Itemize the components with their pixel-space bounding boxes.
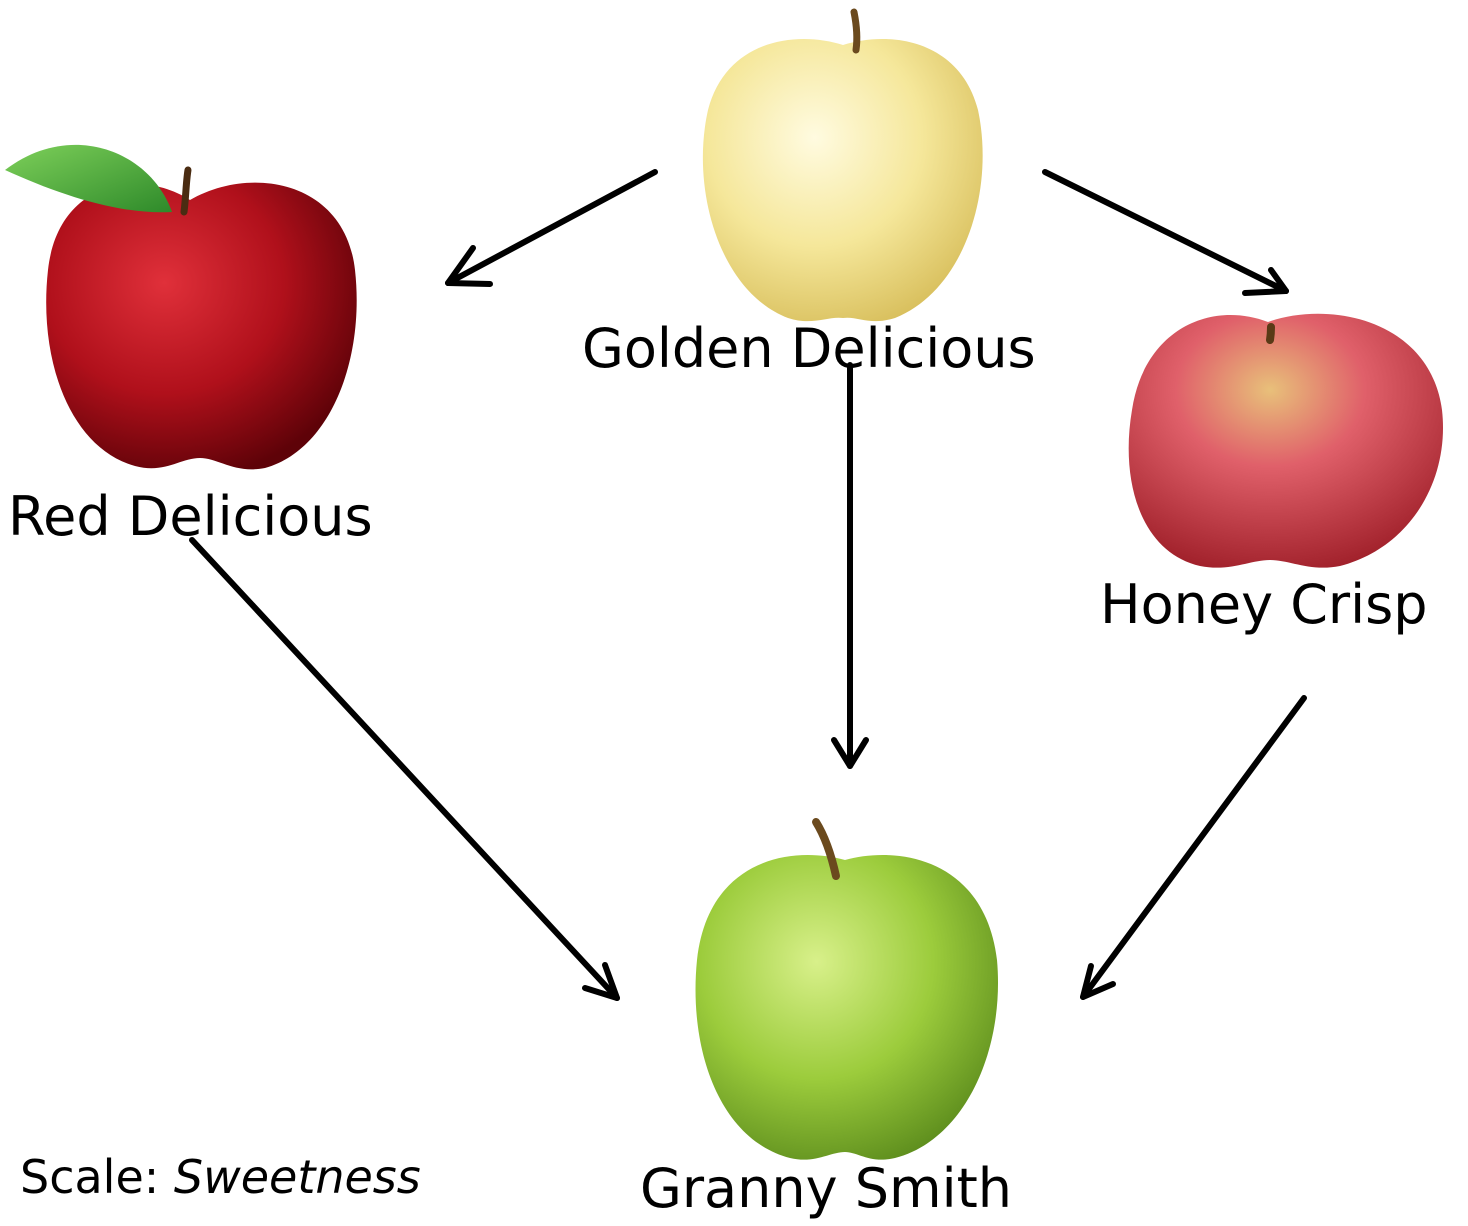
apple-icon [1128,313,1444,568]
arrow-golden-to-granny [831,362,869,769]
arrow-golden-to-red [445,169,658,287]
honey-crisp-apple [1128,313,1444,568]
granny-smith-apple [695,818,999,1160]
apple-icon [46,182,357,470]
scale-prefix: Scale: [20,1150,174,1204]
stem-icon [850,8,861,54]
arrow-red-to-granny [189,537,620,1001]
honey-crisp-label: Honey Crisp [1100,573,1428,636]
red-delicious-label: Red Delicious [8,485,373,548]
stem-icon [812,818,840,880]
leaf-icon [5,144,172,213]
golden-delicious-apple [702,8,983,322]
scale-caption: Scale: Sweetness [20,1150,421,1204]
arrow-honey-to-granny [1080,695,1307,1000]
granny-smith-label: Granny Smith [640,1157,1012,1220]
apple-icon [695,855,999,1160]
arrows [189,169,1307,1001]
golden-delicious-label: Golden Delicious [582,317,1036,380]
stem-icon [1266,323,1275,344]
stem-icon [180,166,192,216]
scale-value: Sweetness [173,1150,421,1204]
apple-icon [702,38,983,322]
red-delicious-apple [5,144,357,470]
arrow-golden-to-honey [1042,169,1289,296]
